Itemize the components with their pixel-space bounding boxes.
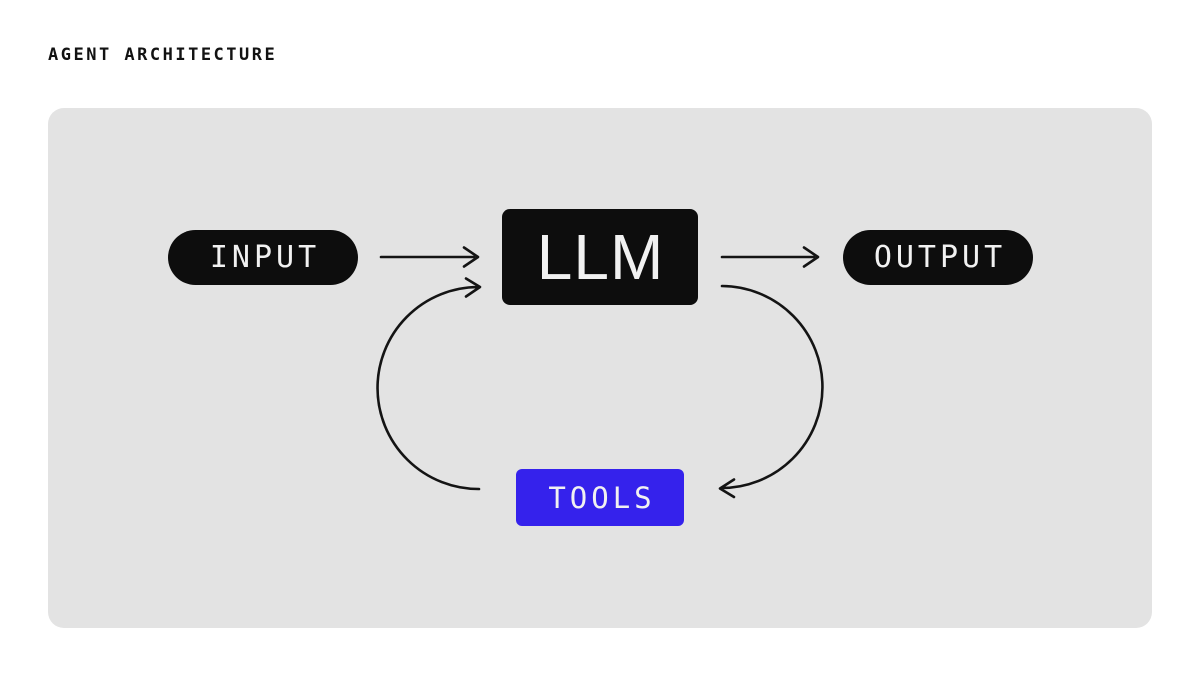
diagram-panel (48, 108, 1152, 628)
node-output: OUTPUT (843, 230, 1033, 285)
node-llm-label: LLM (536, 221, 665, 293)
node-tools: TOOLS (516, 469, 684, 526)
node-input-label: INPUT (209, 240, 321, 275)
node-input: INPUT (168, 230, 358, 285)
page-title: AGENT ARCHITECTURE (48, 45, 278, 65)
node-tools-label: TOOLS (548, 480, 656, 515)
node-llm: LLM (502, 209, 698, 305)
node-output-label: OUTPUT (873, 240, 1007, 275)
